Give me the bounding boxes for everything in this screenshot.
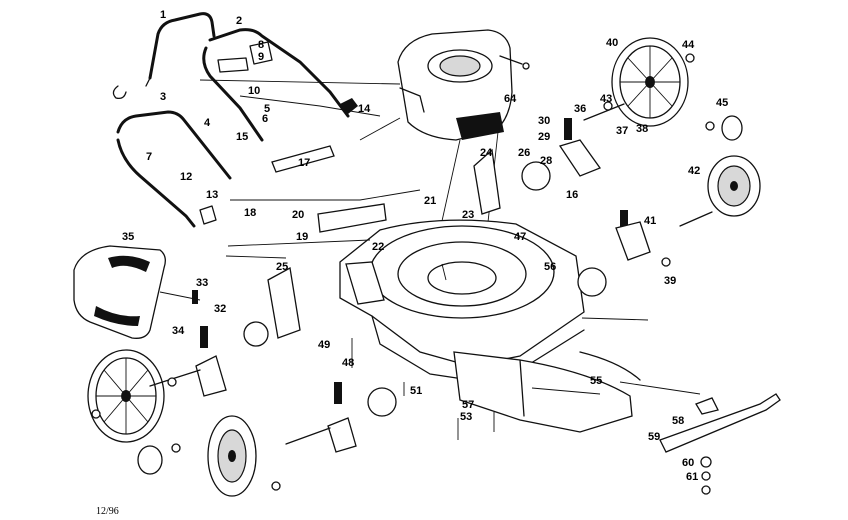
engine-part — [397, 29, 530, 241]
rear-wheel-right-part — [611, 37, 689, 127]
callout-label: 41 — [644, 215, 656, 227]
callout-label: 6 — [262, 113, 268, 125]
callout-label: 55 — [590, 375, 602, 387]
callout-label: 59 — [648, 431, 660, 443]
axle-parts — [149, 103, 713, 445]
callout-label: 15 — [236, 131, 248, 143]
callout-label: 64 — [504, 93, 517, 105]
blade-part — [659, 393, 781, 495]
mower-deck-part — [339, 219, 585, 381]
callout-label: 29 — [538, 131, 550, 143]
callout-label: 14 — [358, 103, 371, 115]
callout-label: 23 — [462, 209, 474, 221]
handle-part — [202, 28, 358, 142]
callout-label: 12 — [180, 171, 192, 183]
callout-label: 8 — [258, 39, 264, 51]
callout-label: 22 — [372, 241, 384, 253]
callout-label: 56 — [544, 261, 556, 273]
callout-label: 10 — [248, 85, 260, 97]
callout-label: 32 — [214, 303, 226, 315]
front-wheel-left-part — [207, 415, 257, 497]
axle-brackets — [195, 139, 651, 453]
callout-label: 16 — [566, 189, 578, 201]
callout-label: 2 — [236, 15, 242, 27]
callout-label: 49 — [318, 339, 330, 351]
callout-label: 40 — [606, 37, 618, 49]
callout-label: 51 — [410, 385, 422, 397]
callout-label: 48 — [342, 357, 354, 369]
date-code: 12/96 — [96, 506, 119, 517]
height-adjuster-gears — [243, 161, 607, 417]
callout-label: 19 — [296, 231, 308, 243]
upper-handle-part — [112, 12, 216, 100]
callout-label: 17 — [298, 157, 310, 169]
callout-label: 25 — [276, 261, 288, 273]
callout-label: 28 — [540, 155, 552, 167]
callout-label: 3 — [160, 91, 166, 103]
callout-label: 45 — [716, 97, 728, 109]
callout-label: 37 — [616, 125, 628, 137]
rear-wheel-left-part — [87, 349, 165, 443]
assembly-lines — [159, 79, 701, 395]
callout-label: 33 — [196, 277, 208, 289]
callout-label: 21 — [424, 195, 436, 207]
callout-label: 26 — [518, 147, 530, 159]
callout-label: 34 — [172, 325, 185, 337]
front-wheel-right-part — [707, 155, 761, 217]
callout-label: 60 — [682, 457, 694, 469]
callout-label: 38 — [636, 123, 648, 135]
callout-label: 35 — [122, 231, 134, 243]
callout-label: 9 — [258, 51, 264, 63]
spring-parts — [192, 118, 628, 404]
hubcap-part — [137, 115, 743, 475]
callout-label: 13 — [206, 189, 218, 201]
callout-label: 20 — [292, 209, 304, 221]
callout-label: 5 — [264, 103, 270, 115]
callout-label: 61 — [686, 471, 698, 483]
grass-bag-part — [73, 245, 166, 339]
callout-label: 18 — [244, 207, 256, 219]
callout-label: 42 — [688, 165, 700, 177]
callout-labels: 1 2 3 4 5 6 7 8 9 10 12 13 14 15 16 17 1… — [122, 9, 728, 483]
callout-label: 53 — [460, 411, 472, 423]
callout-label: 24 — [480, 147, 493, 159]
callout-label: 4 — [204, 117, 211, 129]
fastener-parts — [91, 53, 715, 491]
callout-label: 44 — [682, 39, 695, 51]
callout-label: 39 — [664, 275, 676, 287]
lower-handle-part — [116, 110, 232, 228]
callout-label: 7 — [146, 151, 152, 163]
callout-label: 1 — [160, 9, 166, 21]
rear-skirt-part — [453, 351, 641, 433]
callout-label: 36 — [574, 103, 586, 115]
callout-label: 30 — [538, 115, 550, 127]
callout-label: 57 — [462, 399, 474, 411]
callout-label: 43 — [600, 93, 612, 105]
callout-label: 58 — [672, 415, 684, 427]
callout-label: 47 — [514, 231, 526, 243]
